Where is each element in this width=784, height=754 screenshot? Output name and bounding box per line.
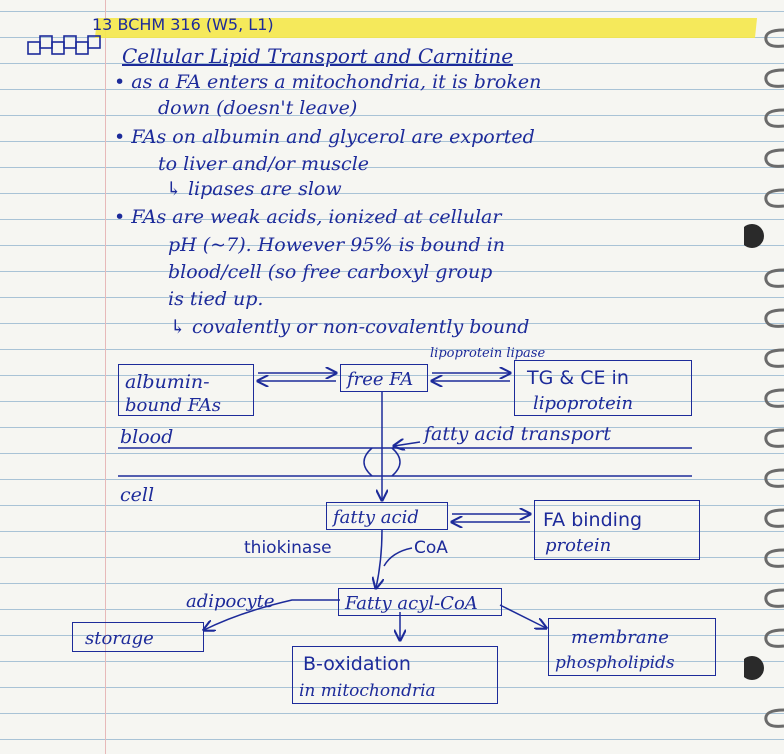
tg-box-line-2: lipoprotein bbox=[533, 393, 634, 414]
bullet-3-line-4: is tied up. bbox=[168, 288, 264, 310]
spiral-binding bbox=[744, 28, 784, 728]
bullet-3-line-3: blood/cell (so free carboxyl group bbox=[168, 261, 493, 283]
b-oxidation-line-2: in mitochondria bbox=[299, 681, 436, 701]
bullet-3-line-1: • FAs are weak acids, ionized at cellula… bbox=[114, 206, 502, 228]
tg-box-line-1: TG & CE in bbox=[527, 367, 629, 389]
b-oxidation-box: B-oxidation in mitochondria bbox=[292, 646, 498, 704]
thiokinase-label: thiokinase bbox=[244, 538, 332, 558]
membrane-box-line-2: phospholipids bbox=[555, 653, 675, 673]
bullet-1-line-2: down (doesn't leave) bbox=[158, 97, 358, 119]
fa-binding-protein-box: FA binding protein bbox=[534, 500, 700, 560]
storage-label: storage bbox=[85, 628, 154, 649]
membrane-box-line-1: membrane bbox=[571, 627, 669, 648]
fatty-acyl-coa-box: Fatty acyl-CoA bbox=[338, 588, 502, 616]
bullet-2-sub: ↳ lipases are slow bbox=[166, 178, 342, 200]
free-fa-label: free FA bbox=[347, 369, 414, 390]
coa-label: CoA bbox=[414, 538, 448, 558]
cell-label: cell bbox=[120, 484, 155, 506]
albumin-box-line-2: bound FAs bbox=[125, 395, 221, 416]
lipoprotein-lipase-label: lipoprotein lipase bbox=[430, 346, 546, 361]
b-oxidation-line-1: B-oxidation bbox=[303, 653, 411, 675]
bullet-2-line-1: • FAs on albumin and glycerol are export… bbox=[114, 126, 535, 148]
bullet-2-line-2: to liver and/or muscle bbox=[158, 153, 370, 175]
fatty-acid-transport-label: fatty acid transport bbox=[424, 423, 612, 445]
page-title: Cellular Lipid Transport and Carnitine bbox=[122, 44, 514, 68]
fatty-acid-box: fatty acid bbox=[326, 502, 448, 530]
bullet-1-line-1: • as a FA enters a mitochondria, it is b… bbox=[114, 71, 542, 93]
doodle-squares-icon bbox=[27, 35, 101, 55]
membrane-phospholipids-box: membrane phospholipids bbox=[548, 618, 716, 676]
albumin-bound-fas-box: albumin- bound FAs bbox=[118, 364, 254, 416]
fatty-acid-label: fatty acid bbox=[333, 507, 419, 528]
page-reference: 13 BCHM 316 (W5, L1) bbox=[92, 15, 274, 34]
blood-label: blood bbox=[120, 426, 174, 448]
storage-box: storage bbox=[72, 622, 204, 652]
adipocyte-label: adipocyte bbox=[186, 591, 275, 612]
albumin-box-line-1: albumin- bbox=[125, 371, 210, 393]
binding-box-line-1: FA binding bbox=[543, 509, 643, 531]
bullet-3-sub: ↳ covalently or non-covalently bound bbox=[170, 316, 530, 338]
tg-ce-lipoprotein-box: TG & CE in lipoprotein bbox=[514, 360, 692, 416]
binding-box-line-2: protein bbox=[545, 535, 612, 556]
bullet-3-line-2: pH (~7). However 95% is bound in bbox=[168, 234, 506, 256]
fatty-acyl-coa-label: Fatty acyl-CoA bbox=[345, 593, 478, 614]
free-fa-box: free FA bbox=[340, 364, 428, 392]
margin-line bbox=[105, 0, 106, 754]
